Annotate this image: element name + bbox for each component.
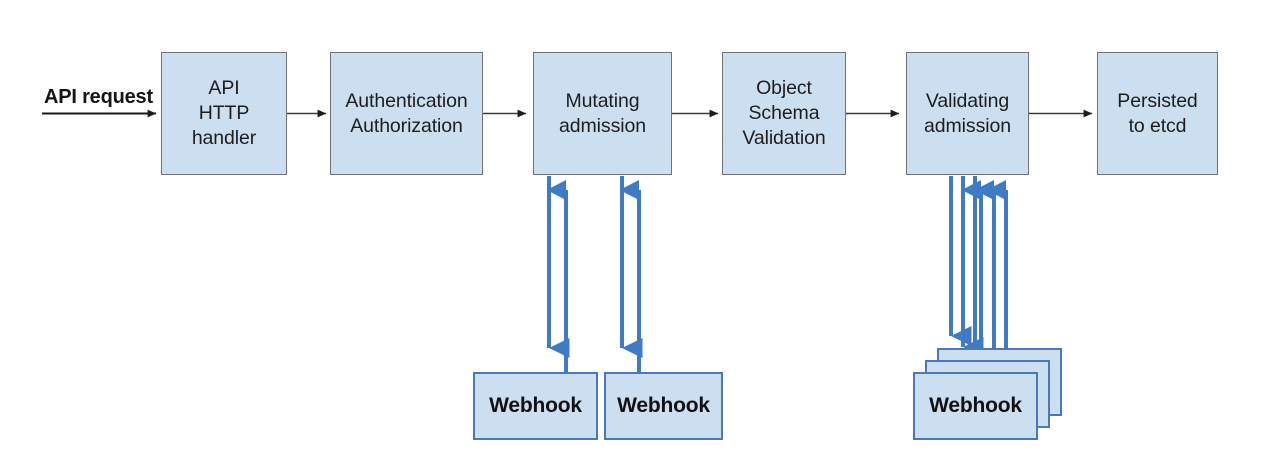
webhook-box-mutating-1[interactable]: Webhook (473, 372, 598, 440)
webhook-box-validating-stack-front[interactable]: Webhook (913, 372, 1038, 440)
flow-box-api-http-handler[interactable]: API HTTP handler (161, 52, 287, 175)
flow-box-validating-admission[interactable]: Validating admission (906, 52, 1029, 175)
webhook-box-mutating-2[interactable]: Webhook (604, 372, 723, 440)
flow-box-authentication-authorization[interactable]: Authentication Authorization (330, 52, 483, 175)
flow-box-object-schema-validation[interactable]: Object Schema Validation (722, 52, 846, 175)
flow-box-mutating-admission[interactable]: Mutating admission (533, 52, 672, 175)
validating-webhook-return-arrows (961, 180, 1008, 372)
api-request-label: API request (44, 86, 153, 108)
flow-box-persisted-to-etcd[interactable]: Persisted to etcd (1097, 52, 1218, 175)
validating-webhook-call-arrows (949, 176, 996, 368)
